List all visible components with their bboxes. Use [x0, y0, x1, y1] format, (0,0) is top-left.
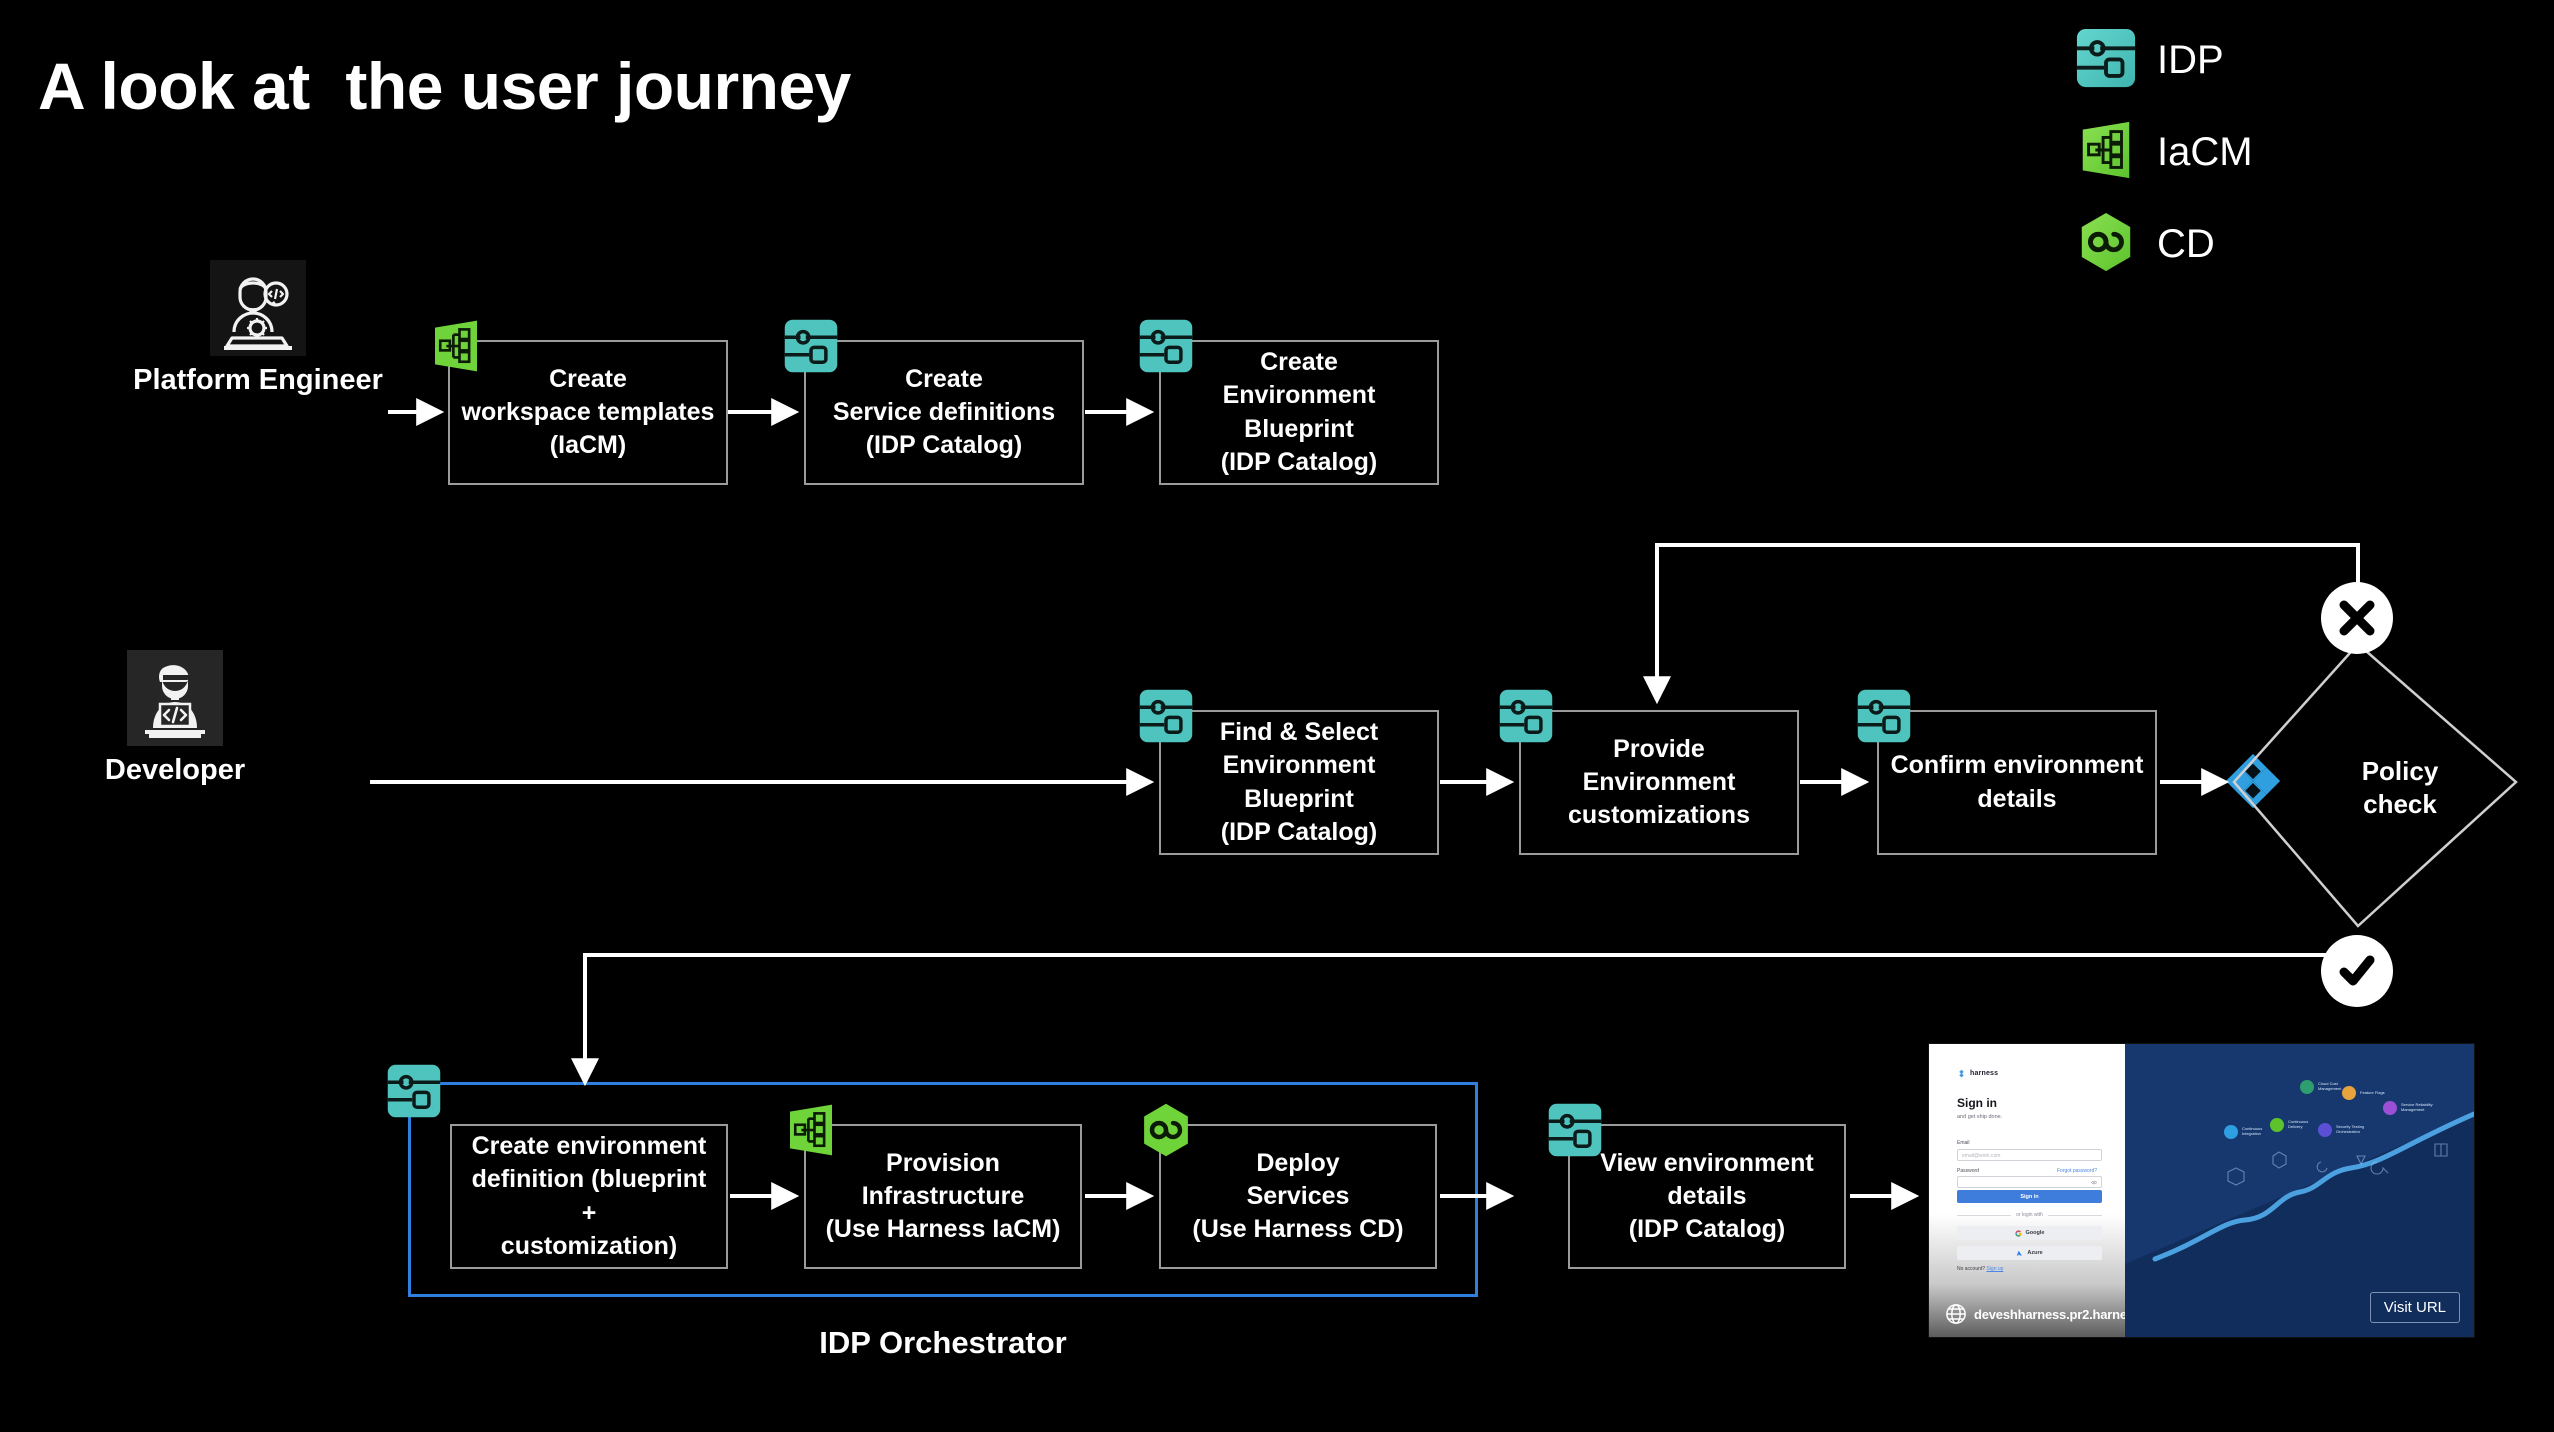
signin-button[interactable]: Sign in: [1957, 1190, 2102, 1203]
legend-item-cd: CD: [2075, 198, 2415, 290]
journey-illustration: Continuous Integration Continuous Delive…: [2125, 1044, 2474, 1337]
legend-item-iacm: IaCM: [2075, 106, 2415, 198]
svg-text:Continuous: Continuous: [2288, 1119, 2308, 1124]
persona-platform-engineer: Platform Engineer: [118, 260, 398, 397]
svg-text:Service Reliability: Service Reliability: [2401, 1102, 2433, 1107]
globe-icon: [1946, 1304, 1966, 1324]
step-create-service-definitions[interactable]: Create Service definitions (IDP Catalog): [804, 340, 1084, 485]
no-account-label: No account?: [1957, 1266, 1986, 1272]
step-create-environment-blueprint[interactable]: Create Environment Blueprint (IDP Catalo…: [1159, 340, 1439, 485]
legend: IDP IaCM: [2075, 14, 2415, 290]
harness-logo-text: harness: [1970, 1070, 1999, 1077]
step-deploy-services[interactable]: Deploy Services (Use Harness CD): [1159, 1124, 1437, 1269]
screenshot-url-text: deveshharness.pr2.harness.io: [1974, 1306, 2156, 1322]
svg-text:Security Testing: Security Testing: [2336, 1124, 2364, 1129]
divider-line-left: [1957, 1214, 2012, 1216]
signin-subheading: and get ship done.: [1957, 1114, 2003, 1120]
idp-orchestrator-group: [408, 1082, 1478, 1297]
email-label: Email: [1957, 1140, 1970, 1146]
svg-text:Delivery: Delivery: [2288, 1124, 2302, 1129]
iacm-icon: [2075, 119, 2137, 186]
step-confirm-environment-details[interactable]: Confirm environment details: [1877, 710, 2157, 855]
legend-item-idp: IDP: [2075, 14, 2415, 106]
cd-icon: [1138, 1102, 1194, 1158]
azure-login-label: Azure: [2027, 1250, 2043, 1256]
legend-label-iacm: IaCM: [2157, 130, 2253, 174]
check-icon: [2321, 935, 2393, 1007]
email-field[interactable]: [1957, 1149, 2102, 1161]
step-view-environment-details[interactable]: View environment details (IDP Catalog): [1568, 1124, 1846, 1269]
sign-up-link[interactable]: Sign up: [1986, 1266, 2004, 1272]
google-icon: [2014, 1229, 2022, 1237]
step-provision-infrastructure[interactable]: Provision Infrastructure (Use Harness Ia…: [804, 1124, 1082, 1269]
idp-icon: [1498, 688, 1554, 744]
idp-icon: [2075, 27, 2137, 94]
divider: or login with: [1957, 1212, 2102, 1218]
developer-avatar: [127, 650, 223, 746]
visit-url-button[interactable]: Visit URL: [2369, 1292, 2460, 1323]
azure-login-button[interactable]: Azure: [1957, 1246, 2102, 1260]
svg-text:Management: Management: [2318, 1086, 2342, 1091]
idp-icon: [386, 1063, 442, 1119]
step-provide-environment-customizations[interactable]: Provide Environment customizations: [1519, 710, 1799, 855]
azure-icon: [2017, 1250, 2023, 1255]
idp-orchestrator-label: IDP Orchestrator: [819, 1325, 1067, 1360]
email-placeholder: email@work.com: [1962, 1153, 2001, 1159]
policy-icon: [2222, 750, 2284, 817]
forgot-password-link[interactable]: Forgot password?: [2057, 1168, 2098, 1174]
idp-icon: [783, 318, 839, 374]
cd-icon: [2075, 211, 2137, 278]
svg-text:Integration: Integration: [2242, 1131, 2261, 1136]
persona-developer: Developer: [80, 650, 270, 787]
decision-label: Policy check: [2361, 756, 2439, 820]
divider-label: or login with: [2016, 1212, 2043, 1218]
persona-label-developer: Developer: [104, 754, 246, 786]
idp-icon: [1138, 318, 1194, 374]
signin-panel: harness Sign in and get ship done. Email…: [1929, 1044, 2156, 1337]
platform-engineer-avatar: [210, 260, 306, 356]
svg-text:Continuous: Continuous: [2242, 1126, 2262, 1131]
divider-line-right: [2047, 1214, 2102, 1216]
marketing-panel: Continuous Integration Continuous Delive…: [2125, 1044, 2474, 1337]
iacm-icon: [783, 1102, 839, 1158]
cross-icon: [2321, 582, 2393, 654]
iacm-icon: [428, 318, 484, 374]
idp-icon: [1856, 688, 1912, 744]
persona-label-platform-engineer: Platform Engineer: [133, 364, 383, 396]
screenshot-url: deveshharness.pr2.harness.io: [1945, 1303, 2156, 1325]
no-account-text: No account? Sign up: [1957, 1266, 2003, 1272]
step-find-select-environment-blueprint[interactable]: Find & Select Environment Blueprint (IDP…: [1159, 710, 1439, 855]
google-login-button[interactable]: Google: [1957, 1226, 2102, 1240]
svg-text:Cloud Cost: Cloud Cost: [2318, 1081, 2339, 1086]
signin-button-label: Sign in: [2020, 1193, 2039, 1200]
password-label: Password: [1957, 1168, 1979, 1174]
idp-icon: [1547, 1102, 1603, 1158]
harness-signin-screenshot[interactable]: harness Sign in and get ship done. Email…: [1928, 1043, 2475, 1338]
google-login-label: Google: [2025, 1230, 2045, 1236]
decision-policy-check[interactable]: [2230, 640, 2520, 930]
svg-text:Management: Management: [2401, 1107, 2425, 1112]
harness-logo: harness: [1957, 1069, 1998, 1078]
signin-heading: Sign in: [1957, 1096, 1997, 1110]
password-field[interactable]: [1957, 1176, 2102, 1188]
svg-text:Feature Flags: Feature Flags: [2360, 1090, 2385, 1095]
eye-icon[interactable]: [2091, 1180, 2097, 1185]
step-create-environment-definition[interactable]: Create environment definition (blueprint…: [450, 1124, 728, 1269]
page-title: A look at the user journey: [38, 49, 851, 123]
svg-text:Orchestration: Orchestration: [2336, 1129, 2360, 1134]
idp-icon: [1138, 688, 1194, 744]
legend-label-cd: CD: [2157, 222, 2215, 266]
legend-label-idp: IDP: [2157, 38, 2224, 82]
step-create-workspace-templates[interactable]: Create workspace templates (IaCM): [448, 340, 728, 485]
